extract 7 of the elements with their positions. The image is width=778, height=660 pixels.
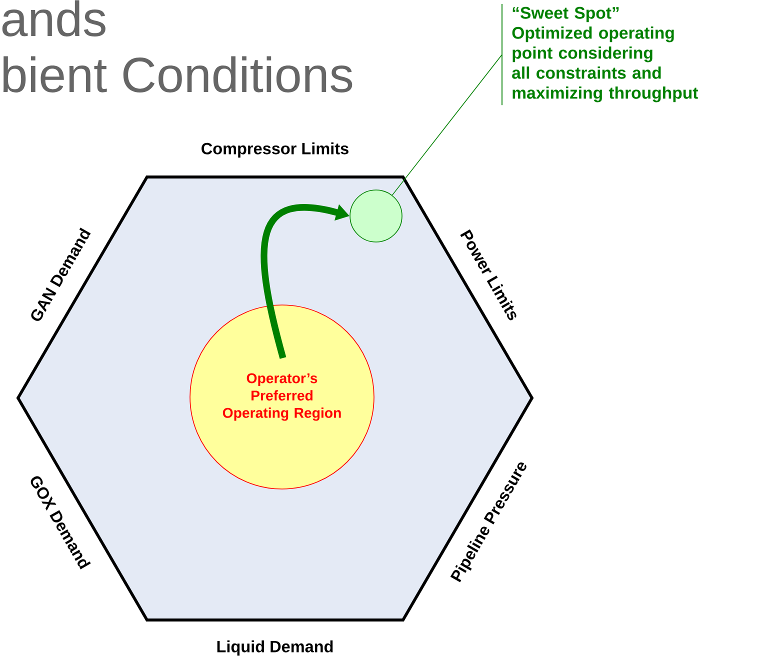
circle-marker (350, 190, 402, 242)
side-label: Compressor Limits (202, 142, 348, 158)
callout-text: “Sweet Spot” Optimized operating point considering all constraints and maximizing throughput (502, 4, 698, 106)
heading-text: bient Conditions (3, 56, 352, 92)
side-label: Liquid Demand (217, 640, 333, 656)
heading-text: ands (2, 0, 106, 36)
leader-line (392, 54, 502, 196)
